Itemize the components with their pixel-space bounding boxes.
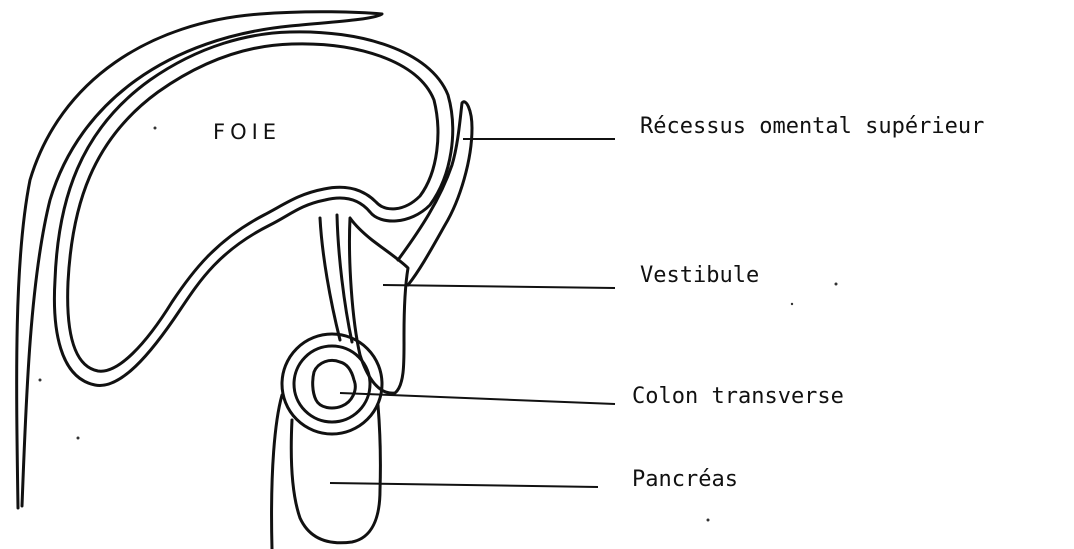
label-colon-transverse: Colon transverse bbox=[632, 384, 844, 409]
posterior-peritoneum-line bbox=[272, 395, 282, 549]
label-pancreas: Pancréas bbox=[632, 467, 738, 492]
colon-lumen bbox=[313, 360, 356, 408]
speck bbox=[707, 519, 710, 522]
leader-line-vestibule bbox=[383, 285, 615, 288]
speck bbox=[39, 379, 42, 382]
colon-middle-ring bbox=[294, 346, 370, 422]
superior-omental-recess bbox=[398, 102, 472, 285]
liver-inner-contour bbox=[68, 44, 438, 371]
colon-outer-ring bbox=[282, 334, 382, 434]
speck bbox=[154, 127, 157, 130]
speck bbox=[791, 303, 793, 305]
label-vestibule: Vestibule bbox=[640, 263, 759, 288]
label-recessus-omental-superieur: Récessus omental supérieur bbox=[640, 114, 984, 139]
speck bbox=[77, 437, 80, 440]
liver-label: FOIE bbox=[213, 120, 281, 144]
leader-line-pancreas bbox=[330, 483, 598, 487]
speck bbox=[835, 283, 838, 286]
